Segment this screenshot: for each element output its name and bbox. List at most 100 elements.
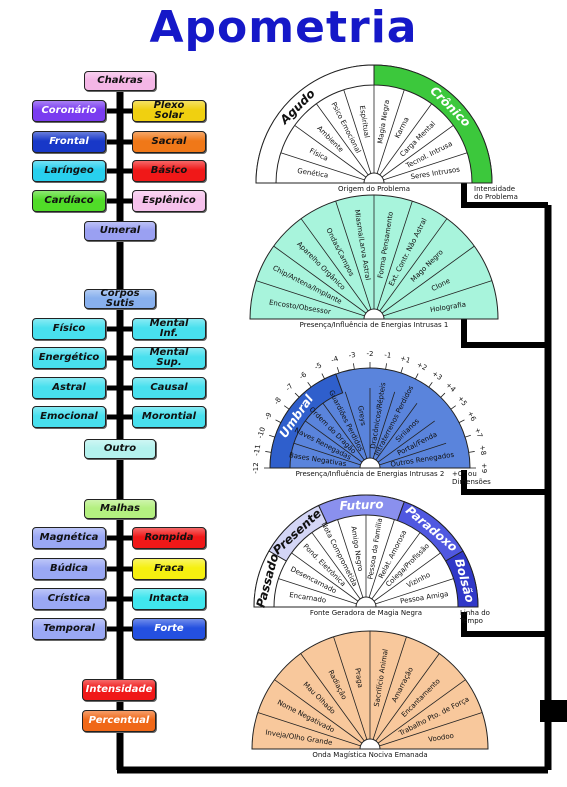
chakras-button[interactable]: Chakras	[84, 71, 156, 91]
tick-label: -7	[284, 382, 295, 393]
percentual-button[interactable]: Percentual	[82, 710, 156, 732]
tick-label: +1	[399, 354, 411, 365]
tick-mark	[284, 405, 290, 410]
tick-label: +5	[456, 394, 469, 407]
sacral-button[interactable]: Sacral	[132, 131, 206, 153]
laringeo-button[interactable]: Laríngeo	[32, 160, 106, 182]
tick-label: -5	[313, 361, 323, 371]
tick-mark	[415, 373, 419, 380]
sector-divider	[280, 152, 365, 181]
sector-divider	[300, 653, 365, 742]
sector-divider	[273, 245, 367, 314]
budica-button[interactable]: Búdica	[32, 558, 106, 580]
sector-divider	[316, 103, 369, 176]
rompida-button[interactable]: Rompida	[132, 527, 206, 549]
tick-label: +3	[430, 370, 443, 383]
energetico-button[interactable]: Energético	[32, 347, 106, 369]
sector-divider	[343, 89, 372, 174]
sector-divider	[383, 152, 468, 181]
tick-mark	[458, 419, 465, 423]
emocional-button[interactable]: Emocional	[32, 406, 106, 428]
tick-mark	[265, 451, 272, 453]
sector-divider	[305, 420, 363, 463]
tick-mark	[400, 367, 404, 374]
basico-button[interactable]: Básico	[132, 160, 206, 182]
tick-mark	[321, 373, 325, 380]
umeral-button[interactable]: Umeral	[84, 221, 156, 241]
intensidade-button[interactable]: Intensidade	[82, 679, 156, 701]
frontal-button[interactable]: Frontal	[32, 131, 106, 153]
presenca1-fan: Encosto/ObsessorChip/Antena/ImplanteApar…	[249, 194, 499, 329]
sector-divider	[291, 552, 359, 602]
sector-divider	[322, 403, 365, 461]
esplenico-button[interactable]: Esplênico	[132, 190, 206, 212]
malhas-button[interactable]: Malhas	[84, 499, 156, 519]
sector-divider	[274, 679, 363, 744]
sector-divider	[371, 532, 421, 600]
sector-divider	[335, 200, 372, 310]
sector-divider	[375, 578, 454, 605]
band-label: Futuro	[339, 497, 384, 513]
sector-divider	[278, 578, 357, 605]
temporal-button[interactable]: Temporal	[32, 618, 106, 640]
tick-label: -10	[256, 426, 267, 439]
sector-divider	[377, 420, 435, 463]
sector-divider	[333, 636, 368, 740]
tick-mark	[440, 392, 446, 398]
fan-caption: Origem do Problema	[338, 185, 410, 193]
sector-divider	[337, 519, 364, 598]
tick-label: -3	[348, 351, 356, 360]
outro-button[interactable]: Outro	[84, 439, 156, 459]
tick-label: +4	[444, 381, 457, 394]
magnetica-button[interactable]: Magnética	[32, 527, 106, 549]
sector-divider	[372, 636, 407, 740]
tick-label: -8	[272, 396, 283, 406]
coronario-button[interactable]: Coronário	[32, 100, 106, 122]
tick-label: -11	[253, 444, 263, 457]
sector-divider	[379, 442, 447, 466]
tick-mark	[294, 392, 300, 398]
tick-mark	[450, 405, 456, 410]
tick-mark	[307, 382, 312, 388]
astral-button[interactable]: Astral	[32, 377, 106, 399]
fisico-button[interactable]: Físico	[32, 318, 106, 340]
sector-divider	[257, 712, 361, 747]
mental-inf-button[interactable]: Mental Inf.	[132, 318, 206, 340]
band-segment	[269, 373, 344, 469]
intacta-button[interactable]: Intacta	[132, 588, 206, 610]
tick-label: -9	[263, 411, 273, 421]
corpos-sutis-button[interactable]: Corpos Sutis	[84, 289, 156, 309]
sector-divider	[376, 89, 405, 174]
mental-sup-button[interactable]: Mental Sup.	[132, 347, 206, 369]
tick-label: +9	[480, 463, 488, 473]
sector-divider	[381, 245, 475, 314]
tick-label: -4	[330, 355, 340, 365]
plexo-solar-button[interactable]: Plexo Solar	[132, 100, 206, 122]
page-title: Apometria	[149, 2, 418, 53]
sector-label: Praga	[353, 667, 364, 688]
sector-label: Greys	[356, 405, 367, 427]
morontial-button[interactable]: Morontial	[132, 406, 206, 428]
fraca-button[interactable]: Fraca	[132, 558, 206, 580]
cristica-button[interactable]: Crística	[32, 588, 106, 610]
sector-divider	[294, 125, 367, 178]
sector-divider	[368, 519, 395, 598]
forte-button[interactable]: Forte	[132, 618, 206, 640]
tick-mark	[336, 367, 340, 374]
causal-button[interactable]: Causal	[132, 377, 206, 399]
fan-caption: Presença/Influência de Energias Intrusas…	[300, 321, 449, 329]
fan-caption: Fonte Geradora de Magia Negra	[310, 609, 422, 617]
sector-divider	[377, 679, 466, 744]
sector-divider	[379, 712, 483, 747]
tick-label: +8	[478, 444, 488, 455]
fan-caption: Presença/Influência de Energias Intrusas…	[296, 470, 445, 478]
tick-mark	[468, 451, 475, 453]
sector-divider	[381, 125, 454, 178]
cardiaco-button[interactable]: Cardíaco	[32, 190, 106, 212]
